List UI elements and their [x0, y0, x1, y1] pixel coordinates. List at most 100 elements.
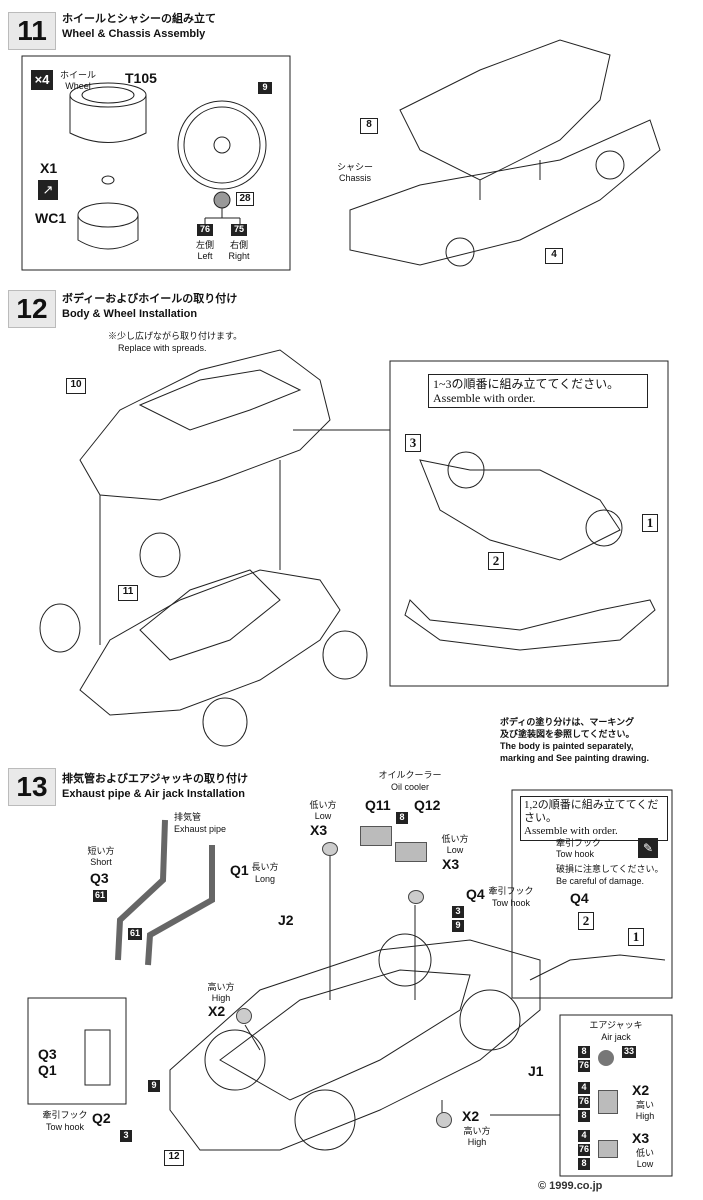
order-number-3: 3 [405, 434, 421, 452]
chassis-label-en: Chassis [338, 173, 371, 183]
airjack-low-en: Low [636, 1159, 654, 1169]
part-10-box: 10 [66, 378, 86, 394]
step-13-title-jp: 排気管およびエアジャッキの取り付け [62, 773, 249, 785]
low-label-jp-b: 低い方 [441, 834, 469, 844]
part-3-badge-a: 3 [452, 906, 464, 918]
airjack-part-4-b: 4 [578, 1130, 590, 1142]
high-label-en-b: High [467, 1137, 487, 1147]
part-x3-cap-a [322, 842, 338, 856]
part-61-badge-b: 61 [128, 928, 142, 940]
high-label-en-a: High [211, 993, 231, 1003]
order-number-1: 1 [642, 514, 658, 532]
low-label-en-a: Low [314, 811, 332, 821]
part-12-box: 12 [164, 1150, 184, 1166]
order-note-13-jp: 1,2の順番に組み立ててください。 [524, 799, 659, 824]
part-76-badge: 76 [197, 224, 213, 236]
part-9-badge-b: 9 [148, 1080, 160, 1092]
wheel-label-jp: ホイール [59, 70, 96, 80]
airjack-x2: X2 [632, 1082, 650, 1098]
high-label-jp-a: 高い方 [207, 982, 235, 992]
order-number-13-2: 2 [578, 912, 594, 930]
step-11-title-en: Wheel & Chassis Assembly [62, 28, 206, 40]
part-x3-a: X3 [310, 822, 328, 838]
tow-hook-label-en-c: Tow hook [556, 849, 595, 859]
part-x2-b: X2 [462, 1108, 480, 1124]
part-75-badge: 75 [231, 224, 247, 236]
attach-icon: ↗ [38, 180, 58, 200]
part-q4: Q4 [466, 886, 485, 902]
order-note-box: 1~3の順番に組み立ててください。 Assemble with order. [428, 374, 648, 408]
part-61-badge-a: 61 [93, 890, 107, 902]
short-label-en: Short [90, 857, 112, 867]
paint-note: ボディの塗り分けは、マーキング 及び塗装図を参照してください。 The body… [500, 716, 670, 764]
airjack-part-76-b: 76 [578, 1096, 590, 1108]
airjack-part-8-a: 8 [578, 1046, 590, 1058]
spread-note-jp: ※少し広げながら取り付けます。 [108, 331, 243, 341]
long-label-en: Long [254, 874, 276, 884]
tow-hook-label-jp-b: 牽引フック [42, 1110, 88, 1120]
careful-note-jp: 破損に注意してください。 [556, 864, 664, 874]
short-label-jp: 短い方 [87, 846, 115, 856]
oil-cooler-q11 [360, 826, 392, 846]
part-j1: J1 [528, 1063, 544, 1079]
tow-hook-label-en-a: Tow hook [491, 898, 531, 908]
part-x3-cap-b [408, 890, 424, 904]
careful-icon: ✎ [638, 838, 658, 858]
exhaust-label-jp: 排気管 [174, 812, 202, 822]
low-label-en-b: Low [446, 845, 464, 855]
left-label-jp: 左側 [195, 240, 214, 250]
paint-note-jp-1: ボディの塗り分けは、マーキング [500, 717, 635, 727]
spread-note-en: Replace with spreads. [118, 343, 207, 353]
part-q3: Q3 [90, 870, 109, 886]
careful-note-en: Be careful of damage. [556, 876, 645, 886]
part-11-box: 11 [118, 585, 138, 601]
airjack-x3: X3 [632, 1130, 650, 1146]
order-note-box-13: 1,2の順番に組み立ててください。 Assemble with order. [520, 796, 668, 841]
part-j2: J2 [278, 912, 294, 928]
airjack-high-jp: 高い [635, 1100, 654, 1110]
air-jack-label-en: Air jack [601, 1032, 631, 1042]
tow-hook-label-en-b: Tow hook [45, 1122, 85, 1132]
order-note-jp: 1~3の順番に組み立ててください。 [433, 377, 620, 391]
part-x2-cap-a [236, 1008, 252, 1024]
part-4-box: 4 [545, 248, 563, 264]
airjack-part-8-c: 8 [578, 1158, 590, 1170]
airjack-part-76-a: 76 [578, 1060, 590, 1072]
low-label-jp-a: 低い方 [309, 800, 337, 810]
order-number-2: 2 [488, 552, 504, 570]
right-label-jp: 右側 [229, 240, 248, 250]
airjack-part-4-a: 4 [578, 1082, 590, 1094]
wheel-assembly-frame [21, 55, 291, 271]
order-number-13-1: 1 [628, 928, 644, 946]
part-t105: T105 [125, 70, 157, 86]
watermark: © 1999.co.jp [538, 1180, 603, 1192]
paint-note-en-1: The body is painted separately, [500, 741, 634, 751]
quantity-badge: ×4 [31, 70, 53, 90]
wheel-label-en: Wheel [65, 81, 91, 91]
inset-q1: Q1 [38, 1062, 57, 1078]
part-x1: X1 [40, 160, 58, 176]
chassis-label-jp: シャシー [336, 162, 373, 172]
exhaust-label-en: Exhaust pipe [174, 824, 227, 834]
part-x2-cap-b [436, 1112, 452, 1128]
step-12-title-en: Body & Wheel Installation [62, 308, 198, 320]
part-wc1: WC1 [35, 210, 67, 226]
left-label-en: Left [197, 251, 213, 261]
paint-note-en-2: marking and See painting drawing. [500, 753, 650, 763]
airjack-low-jp: 低い [635, 1148, 654, 1158]
airjack-high-en: High [635, 1111, 655, 1121]
long-label-jp: 長い方 [251, 862, 279, 872]
part-q1: Q1 [230, 862, 249, 878]
airjack-part-76-c: 76 [578, 1144, 590, 1156]
tow-hook-label-jp-a: 牽引フック [488, 886, 534, 896]
part-x3-b: X3 [442, 856, 460, 872]
air-jack-label-jp: エアジャッキ [589, 1020, 643, 1030]
step-12-number: 12 [8, 290, 56, 328]
oil-cooler-q12 [395, 842, 427, 862]
step-11-number: 11 [8, 12, 56, 50]
part-8-box: 8 [360, 118, 378, 134]
inset-q3: Q3 [38, 1046, 57, 1062]
oil-cooler-label-jp: オイルクーラー [378, 770, 442, 780]
part-9-badge-a: 9 [452, 920, 464, 932]
airjack-disc [598, 1050, 614, 1066]
